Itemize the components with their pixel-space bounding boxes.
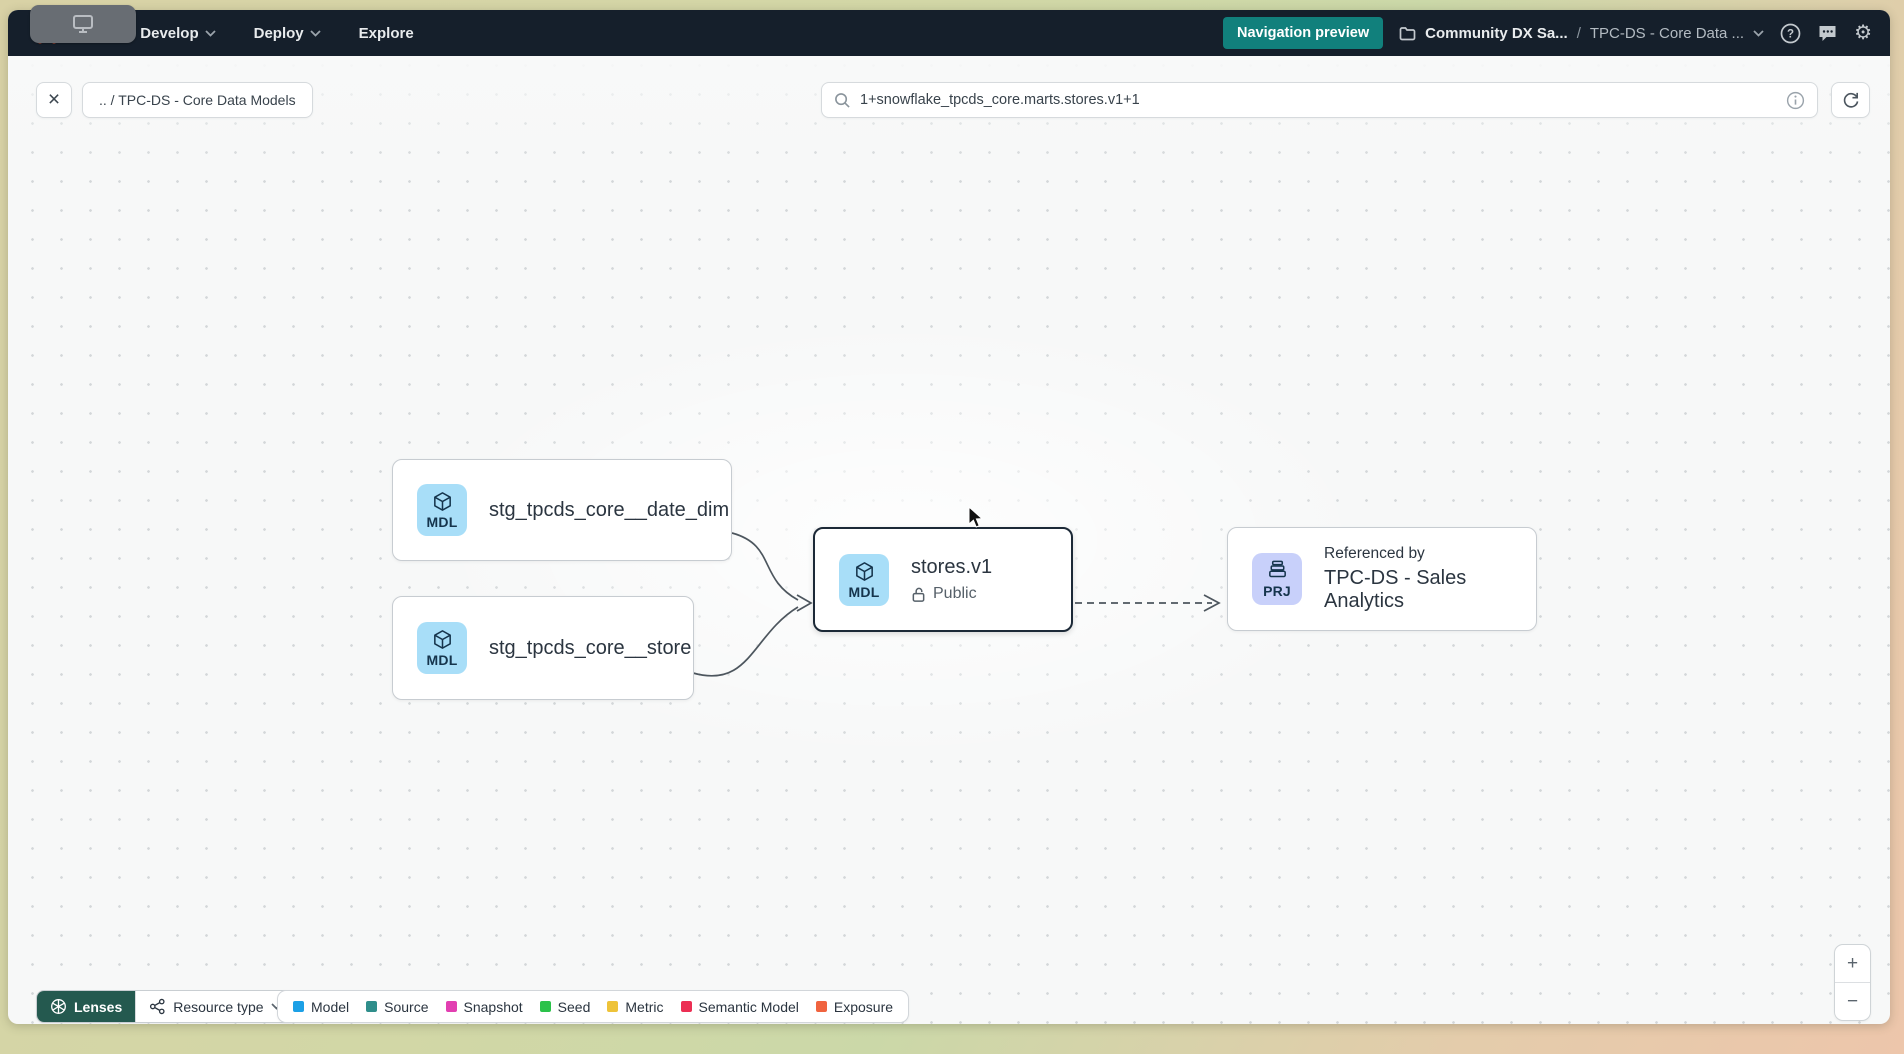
legend-item-snapshot: Snapshot — [445, 998, 523, 1015]
folder-icon — [1399, 26, 1416, 40]
lineage-selector-bar — [821, 82, 1818, 118]
legend-color-exposure — [815, 1001, 827, 1012]
resource-type-dropdown[interactable]: Resource type — [135, 991, 295, 1022]
edge-arrowhead — [1203, 594, 1221, 612]
project-stack-icon — [1268, 560, 1286, 578]
node-label: stg_tpcds_core__store — [489, 636, 692, 659]
help-glyph: ? — [1787, 28, 1794, 40]
legend-color-semantic-model — [680, 1001, 692, 1012]
legend-item-model: Model — [293, 999, 349, 1015]
legend-color-source — [366, 1001, 378, 1012]
project-badge: PRJ — [1252, 553, 1302, 605]
edge-store-to-stores — [692, 606, 799, 677]
access-label: Public — [933, 585, 977, 602]
cube-icon — [855, 561, 873, 581]
model-badge: MDL — [417, 622, 467, 674]
nav-item-develop[interactable]: Develop — [140, 24, 216, 42]
node-label: stores.v1 — [911, 556, 993, 578]
resource-type-legend: Model Source Snapshot Seed Metric Semant… — [277, 990, 910, 1023]
lenses-button[interactable]: Lenses — [37, 991, 136, 1022]
selector-input[interactable] — [860, 92, 1786, 108]
breadcrumb: Community DX Sa... / TPC-DS - Core Data … — [1399, 25, 1764, 42]
nav-item-explore[interactable]: Explore — [359, 25, 414, 42]
navbar-right: Navigation preview Community DX Sa... / … — [1223, 17, 1872, 49]
legend-color-model — [293, 1001, 304, 1012]
unlock-icon — [912, 587, 925, 602]
legend-item-metric: Metric — [607, 998, 664, 1015]
cube-icon — [433, 492, 451, 511]
resource-type-icon — [150, 998, 165, 1015]
screen-share-tab — [30, 5, 136, 43]
badge-label: MDL — [848, 583, 880, 600]
feedback-icon[interactable] — [1817, 23, 1838, 43]
legend-color-metric — [607, 1001, 619, 1012]
lineage-path-chip[interactable]: .. / TPC-DS - Core Data Models — [82, 82, 313, 118]
badge-label: MDL — [426, 514, 458, 530]
breadcrumb-chevron-down-icon[interactable] — [1753, 29, 1764, 37]
legend-item-exposure: Exposure — [815, 998, 894, 1015]
lenses-icon — [51, 999, 66, 1014]
node-stg-tpcds-core-store[interactable]: MDL stg_tpcds_core__store — [392, 596, 694, 700]
info-icon[interactable] — [1786, 91, 1805, 110]
cube-icon — [433, 630, 451, 649]
node-text-block: Referenced by TPC-DS - Sales Analytics — [1324, 545, 1512, 613]
badge-label: PRJ — [1263, 583, 1291, 599]
settings-gear-icon[interactable]: ⚙ — [1854, 22, 1872, 44]
node-stg-tpcds-core-date-dim[interactable]: MDL stg_tpcds_core__date_dim — [392, 459, 732, 561]
refresh-button[interactable] — [1831, 82, 1870, 118]
help-icon[interactable]: ? — [1780, 23, 1801, 44]
zoom-controls: + − — [1834, 944, 1871, 1021]
legend-item-seed: Seed — [539, 998, 591, 1015]
legend-label: Source — [384, 998, 429, 1015]
node-label: TPC-DS - Sales Analytics — [1324, 567, 1467, 612]
refresh-icon — [1843, 92, 1858, 108]
monitor-icon — [73, 15, 93, 33]
legend-item-source: Source — [366, 998, 429, 1015]
breadcrumb-project[interactable]: Community DX Sa... — [1425, 24, 1568, 42]
legend-label: Model — [311, 998, 350, 1015]
badge-label: MDL — [426, 652, 458, 668]
edge-arrowhead — [796, 594, 813, 612]
resource-type-label: Resource type — [173, 998, 264, 1015]
legend-label: Metric — [625, 998, 664, 1015]
model-badge: MDL — [417, 484, 467, 536]
edge-date-dim-to-stores — [731, 532, 799, 601]
breadcrumb-separator: / — [1576, 24, 1581, 42]
zoom-in-button[interactable]: + — [1835, 945, 1870, 983]
lens-controls: Lenses Resource type — [36, 990, 296, 1023]
node-label: stg_tpcds_core__date_dim — [489, 498, 730, 521]
node-referenced-by-sales-analytics[interactable]: PRJ Referenced by TPC-DS - Sales Analyti… — [1227, 527, 1537, 631]
lenses-label: Lenses — [74, 998, 123, 1015]
legend-color-seed — [539, 1001, 551, 1012]
access-row: Public — [911, 585, 992, 603]
search-icon — [835, 92, 850, 108]
nav-item-deploy[interactable]: Deploy — [254, 25, 321, 42]
zoom-out-button[interactable]: − — [1835, 983, 1870, 1020]
chevron-down-icon — [310, 29, 321, 37]
legend-item-semantic-model: Semantic Model — [680, 998, 799, 1015]
close-button[interactable]: × — [36, 82, 72, 118]
dbt-app-window: dbt Develop Deploy Explore Navigation pr… — [8, 10, 1890, 1024]
legend-label: Semantic Model — [698, 998, 799, 1015]
legend-label: Seed — [557, 998, 591, 1015]
model-badge: MDL — [839, 553, 889, 606]
nav-label-deploy: Deploy — [253, 24, 304, 42]
node-text-block: stores.v1 Public — [911, 556, 992, 603]
legend-color-snapshot — [445, 1001, 457, 1012]
node-stores-v1[interactable]: MDL stores.v1 Public — [813, 527, 1073, 632]
chevron-down-icon — [204, 29, 216, 37]
top-navbar: dbt Develop Deploy Explore Navigation pr… — [8, 10, 1890, 56]
navigation-preview-badge[interactable]: Navigation preview — [1223, 17, 1384, 49]
referenced-by-label: Referenced by — [1324, 545, 1425, 562]
breadcrumb-current[interactable]: TPC-DS - Core Data ... — [1589, 24, 1745, 42]
nav-label-explore: Explore — [358, 24, 414, 42]
nav-label-develop: Develop — [140, 24, 199, 42]
legend-label: Snapshot — [463, 998, 523, 1015]
legend-label: Exposure — [833, 998, 894, 1015]
